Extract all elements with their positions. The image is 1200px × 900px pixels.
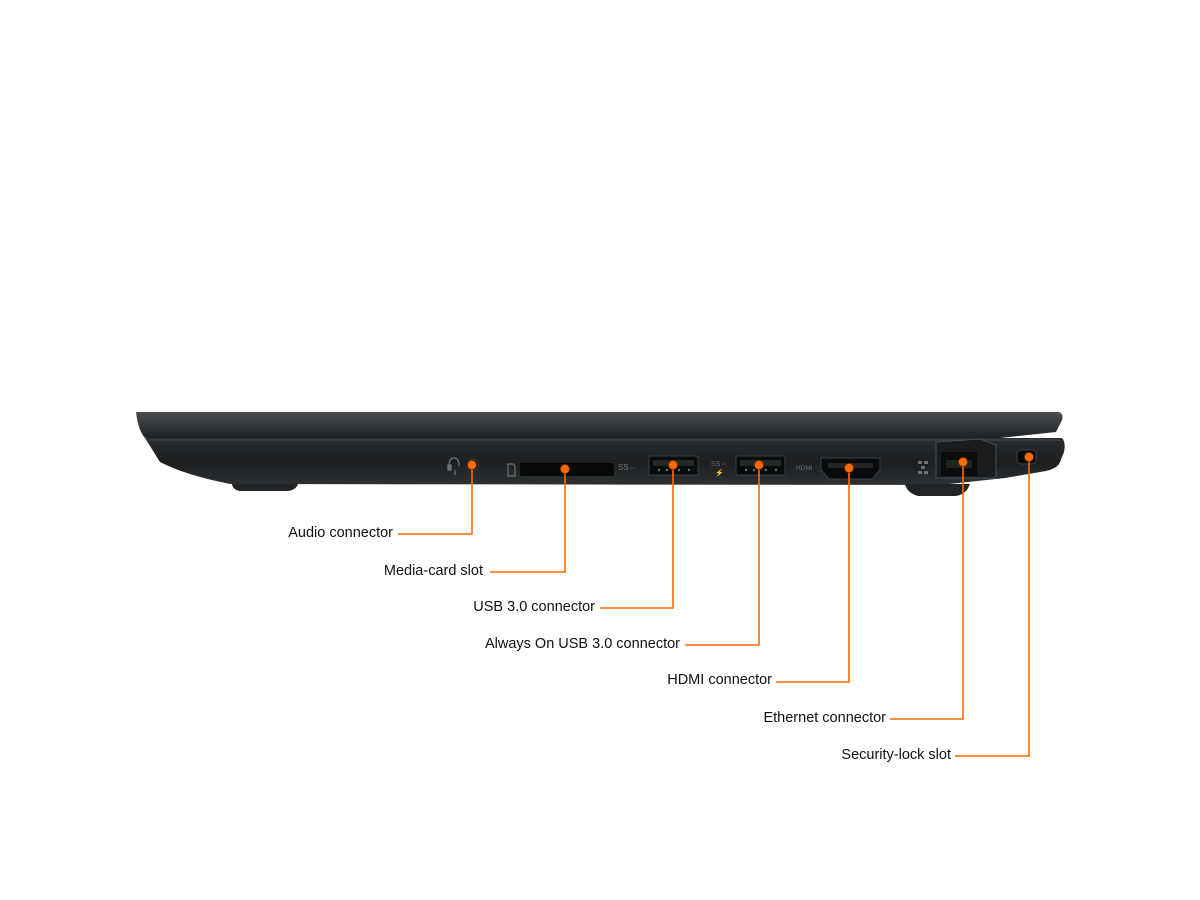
charging-usb-icon: SS⇔ ⚡	[711, 461, 727, 477]
network-icon	[918, 461, 928, 474]
callout-dots	[467, 452, 1034, 474]
leader-audio	[398, 465, 473, 535]
media-card-slot-label: Media-card slot	[383, 563, 483, 579]
leader-hdmi	[776, 468, 850, 683]
dot-usb	[668, 460, 678, 470]
dot-media	[560, 464, 570, 474]
dot-lock	[1024, 452, 1034, 462]
leader-ethernet	[890, 462, 964, 720]
svg-text:⚡: ⚡	[715, 468, 724, 477]
svg-text:SS⇔: SS⇔	[711, 461, 727, 468]
always-on-usb-label: Always On USB 3.0 connector	[484, 636, 680, 652]
ethernet-connector-label: Ethernet connector	[763, 710, 886, 726]
leader-lock	[955, 457, 1030, 757]
dot-ethernet	[958, 457, 968, 467]
laptop-body	[136, 412, 1065, 496]
sd-card-icon	[507, 463, 516, 477]
dot-alwayson	[754, 460, 764, 470]
leader-usb	[600, 465, 674, 609]
headset-icon	[447, 457, 460, 475]
leader-alwayson	[685, 465, 760, 646]
usb-connector-label: USB 3.0 connector	[473, 599, 595, 615]
dot-audio	[467, 460, 477, 470]
leader-media	[490, 469, 566, 573]
left-rubber-foot	[232, 484, 298, 491]
leader-lines	[398, 457, 1030, 757]
audio-connector-label: Audio connector	[288, 525, 393, 541]
dot-hdmi	[844, 463, 854, 473]
security-lock-slot-label: Security-lock slot	[841, 747, 951, 763]
right-rubber-foot	[905, 484, 970, 496]
hdmi-icon: HDMI	[796, 465, 813, 472]
laptop-lid	[136, 412, 1063, 438]
hdmi-connector-label: HDMI connector	[667, 672, 772, 688]
superspeed-usb-icon: SS⇔	[618, 463, 637, 472]
